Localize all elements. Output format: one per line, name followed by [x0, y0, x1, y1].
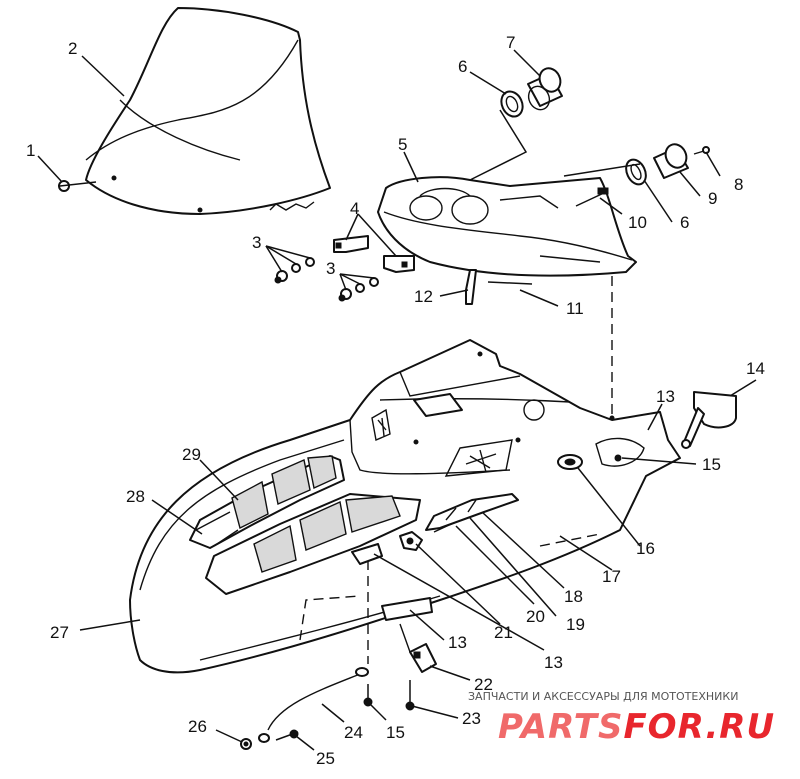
gauge-7 [527, 67, 563, 111]
callout-29: 29 [182, 445, 201, 464]
callout-12: 12 [414, 287, 433, 306]
callout-26: 26 [188, 717, 207, 736]
vent-left [189, 455, 345, 549]
callout-labels: 1 2 3 3 4 5 6 6 7 8 9 10 11 12 13 13 13 … [26, 33, 765, 768]
callout-9: 9 [708, 189, 717, 208]
callout-2: 2 [68, 39, 77, 58]
switch-10 [575, 187, 609, 207]
leader-lines [37, 49, 757, 751]
callout-3: 3 [326, 259, 335, 278]
mirror-14 [681, 391, 737, 449]
callout-1: 1 [26, 141, 35, 160]
vent-lower [205, 493, 421, 595]
callout-27: 27 [50, 623, 69, 642]
watermark: ЗАПЧАСТИ И АКСЕССУАРЫ ДЛЯ МОТОТЕХНИКИ PA… [468, 690, 775, 747]
vent-right [425, 493, 519, 531]
screw-15-lower [363, 684, 373, 707]
plate-13-lower [381, 597, 433, 621]
callout-6: 6 [458, 57, 467, 76]
callout-4: 4 [350, 199, 359, 218]
callout-13: 13 [448, 633, 467, 652]
screw-25 [275, 729, 299, 741]
callout-15: 15 [386, 723, 405, 742]
callout-14: 14 [746, 359, 765, 378]
callout-3: 3 [252, 233, 261, 252]
wire-12 [465, 269, 477, 305]
callout-15: 15 [702, 455, 721, 474]
callout-20: 20 [526, 607, 545, 626]
callout-24: 24 [344, 723, 363, 742]
windshield [85, 7, 331, 215]
bezel-6-upper [500, 90, 524, 118]
screw-23 [405, 680, 415, 711]
callout-18: 18 [564, 587, 583, 606]
watermark-brand: PARTSFOR.RU [498, 707, 775, 747]
callout-23: 23 [462, 709, 481, 728]
callout-19: 19 [566, 615, 585, 634]
callout-22: 22 [474, 675, 493, 694]
callout-10: 10 [628, 213, 647, 232]
callout-13: 13 [656, 387, 675, 406]
callout-21: 21 [494, 623, 513, 642]
callout-13: 13 [544, 653, 563, 672]
bracket-4-lower [383, 255, 415, 273]
strip-11 [487, 281, 533, 285]
cable-24 [258, 667, 369, 743]
callout-7: 7 [506, 33, 515, 52]
watermark-brand-for: FOR.RU [623, 707, 775, 747]
hardware-3-lower [338, 277, 379, 302]
callout-11: 11 [566, 299, 584, 318]
bracket-22 [399, 623, 437, 673]
callout-25: 25 [316, 749, 335, 768]
callout-5: 5 [398, 135, 407, 154]
callout-8: 8 [734, 175, 743, 194]
dash-panel [377, 176, 637, 277]
bracket-4-upper [333, 235, 369, 253]
gauge-9 [653, 143, 689, 179]
watermark-brand-parts: PARTS [498, 707, 623, 747]
watermark-tagline: ЗАПЧАСТИ И АКСЕССУАРЫ ДЛЯ МОТОТЕХНИКИ [468, 690, 738, 703]
screw-1 [58, 180, 97, 192]
clip-13-mid [351, 543, 383, 565]
nut-26 [240, 738, 252, 750]
callout-28: 28 [126, 487, 145, 506]
callout-16: 16 [636, 539, 655, 558]
callout-17: 17 [602, 567, 621, 586]
callout-6: 6 [680, 213, 689, 232]
